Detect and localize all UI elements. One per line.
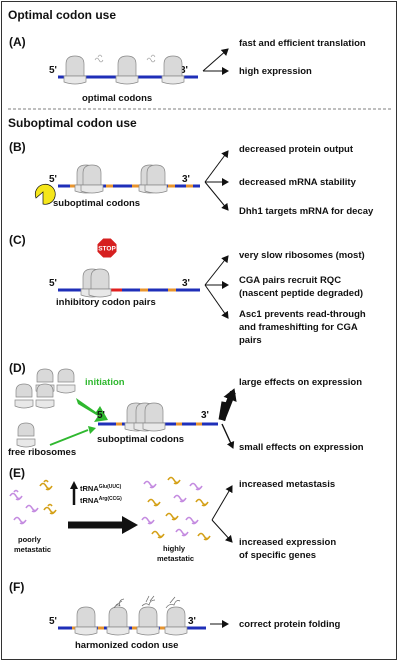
panel-b-outcome: decreased mRNA stability [239, 177, 357, 188]
panel-d-free-label: free ribosomes [8, 447, 76, 458]
panel-b-ribosome [144, 164, 168, 194]
panel-d-outcome: large effects on expression [239, 377, 362, 388]
panel-b-ribosome [80, 164, 104, 194]
panel-f-ribosome [74, 606, 98, 636]
panel-d-free-ribosome [16, 422, 36, 448]
panel-a-nascent-peptide [146, 54, 156, 63]
panel-d-free-ribosome [35, 383, 55, 409]
panel-c-outcome: pairs [239, 335, 262, 346]
panel-f-ribosome [136, 606, 160, 636]
panel-d-free-ribosome [14, 383, 34, 409]
panel-c-outcome: Asc1 prevents read-through [239, 309, 366, 320]
panel-d-mrna-label: suboptimal codons [97, 434, 184, 445]
panel-e-right-label: highly [163, 544, 186, 553]
panel-d-letter: (D) [9, 361, 26, 375]
panel-c-five-prime: 5' [49, 278, 57, 289]
panel-b-outcome: decreased protein output [239, 144, 354, 155]
panel-a-letter: (A) [9, 35, 26, 49]
panel-f-five-prime: 5' [49, 616, 57, 627]
panel-f-three-prime: 3' [188, 616, 196, 627]
panel-f-letter: (F) [9, 580, 24, 594]
panel-e-left-label: metastatic [14, 545, 51, 554]
panel-c-outcome: very slow ribosomes (most) [239, 250, 365, 261]
panel-c-arrow [204, 255, 229, 286]
panel-d-suboptimal-codons [116, 422, 202, 426]
panel-d-thin-arrow [49, 429, 89, 446]
panel-f-outcome: correct protein folding [239, 619, 341, 630]
panel-d-five-prime: 5' [97, 410, 105, 421]
panel-e-arrow [211, 485, 233, 521]
panel-a-mrna-label: optimal codons [82, 93, 152, 104]
panel-e-outcome: increased expression [239, 537, 336, 548]
panel-b-letter: (B) [9, 140, 26, 154]
highly-metastatic-proteins [141, 476, 211, 541]
panel-a-three-prime: 3' [180, 65, 188, 76]
panel-a-ribosome [63, 55, 87, 85]
panel-b-arrow [204, 181, 229, 211]
panel-c-outcome: CGA pairs recruit RQC [239, 275, 341, 286]
panel-c-arrow [204, 284, 229, 319]
panel-c-three-prime: 3' [182, 278, 190, 289]
panel-d-large-effect-arrow [219, 388, 237, 422]
panel-c-outcome: and frameshifting for CGA [239, 322, 358, 333]
panel-b-five-prime: 5' [49, 174, 57, 185]
panel-d-ribosome [142, 402, 166, 432]
heading-optimal: Optimal codon use [8, 8, 116, 22]
stop-sign-icon: STOP [96, 237, 118, 259]
panel-a-arrow [202, 48, 229, 72]
panel-f-folding-peptide [113, 598, 125, 609]
panel-c-mrna-label: inhibitory codon pairs [56, 297, 156, 308]
panel-e-trna2: tRNAArg(CCG) [80, 496, 122, 505]
svg-text:STOP: STOP [98, 246, 116, 253]
panel-c-inhibitory-pair [110, 288, 122, 292]
panel-b-mrna-label: suboptimal codons [53, 198, 140, 209]
panel-d-three-prime: 3' [201, 410, 209, 421]
panel-c-suboptimal-codon [168, 288, 176, 292]
panel-d-thick-arrow [76, 398, 108, 422]
panel-a-outcome: high expression [239, 66, 312, 77]
panel-c-ribosome [88, 268, 112, 298]
panel-e-arrow [211, 519, 233, 543]
panel-f-mrna-label: harmonized codon use [75, 640, 178, 651]
panel-d-small-effect-arrow [221, 423, 235, 449]
panel-c-letter: (C) [9, 233, 26, 247]
panel-e-left-label: poorly [18, 535, 42, 544]
panel-f-ribosome [106, 606, 130, 636]
panel-f-ribosome [164, 606, 188, 636]
panel-d-initiation-label: initiation [85, 377, 125, 388]
panel-b-three-prime: 3' [182, 174, 190, 185]
panel-e-outcome: of specific genes [239, 550, 316, 561]
poorly-metastatic-proteins [9, 479, 57, 525]
panel-e-trna1: tRNAGlu(UUC) [80, 484, 122, 493]
panel-a-nascent-peptide [94, 54, 104, 63]
panel-a-ribosome [115, 55, 139, 85]
panel-c-suboptimal-codon [140, 288, 148, 292]
dhh1-pacman-icon [35, 183, 56, 205]
panel-b-arrow [204, 150, 229, 183]
panel-a-outcome: fast and efficient translation [239, 38, 366, 49]
panel-a-ribosome [161, 55, 185, 85]
heading-suboptimal: Suboptimal codon use [8, 116, 137, 130]
panel-e-right-label: metastatic [157, 554, 194, 563]
panel-f-folding-peptide [141, 595, 156, 607]
panel-f-folding-peptide [165, 596, 181, 609]
panel-e-letter: (E) [9, 466, 25, 480]
panel-d-outcome: small effects on expression [239, 442, 364, 453]
panel-c-outcome: (nascent peptide degraded) [239, 288, 363, 299]
panel-e-outcome: increased metastasis [239, 479, 335, 490]
panel-b-suboptimal-codons [70, 184, 193, 188]
panel-a-five-prime: 5' [49, 65, 57, 76]
panel-b-outcome: Dhh1 targets mRNA for decay [239, 206, 374, 217]
panel-d-free-ribosome [56, 368, 76, 394]
